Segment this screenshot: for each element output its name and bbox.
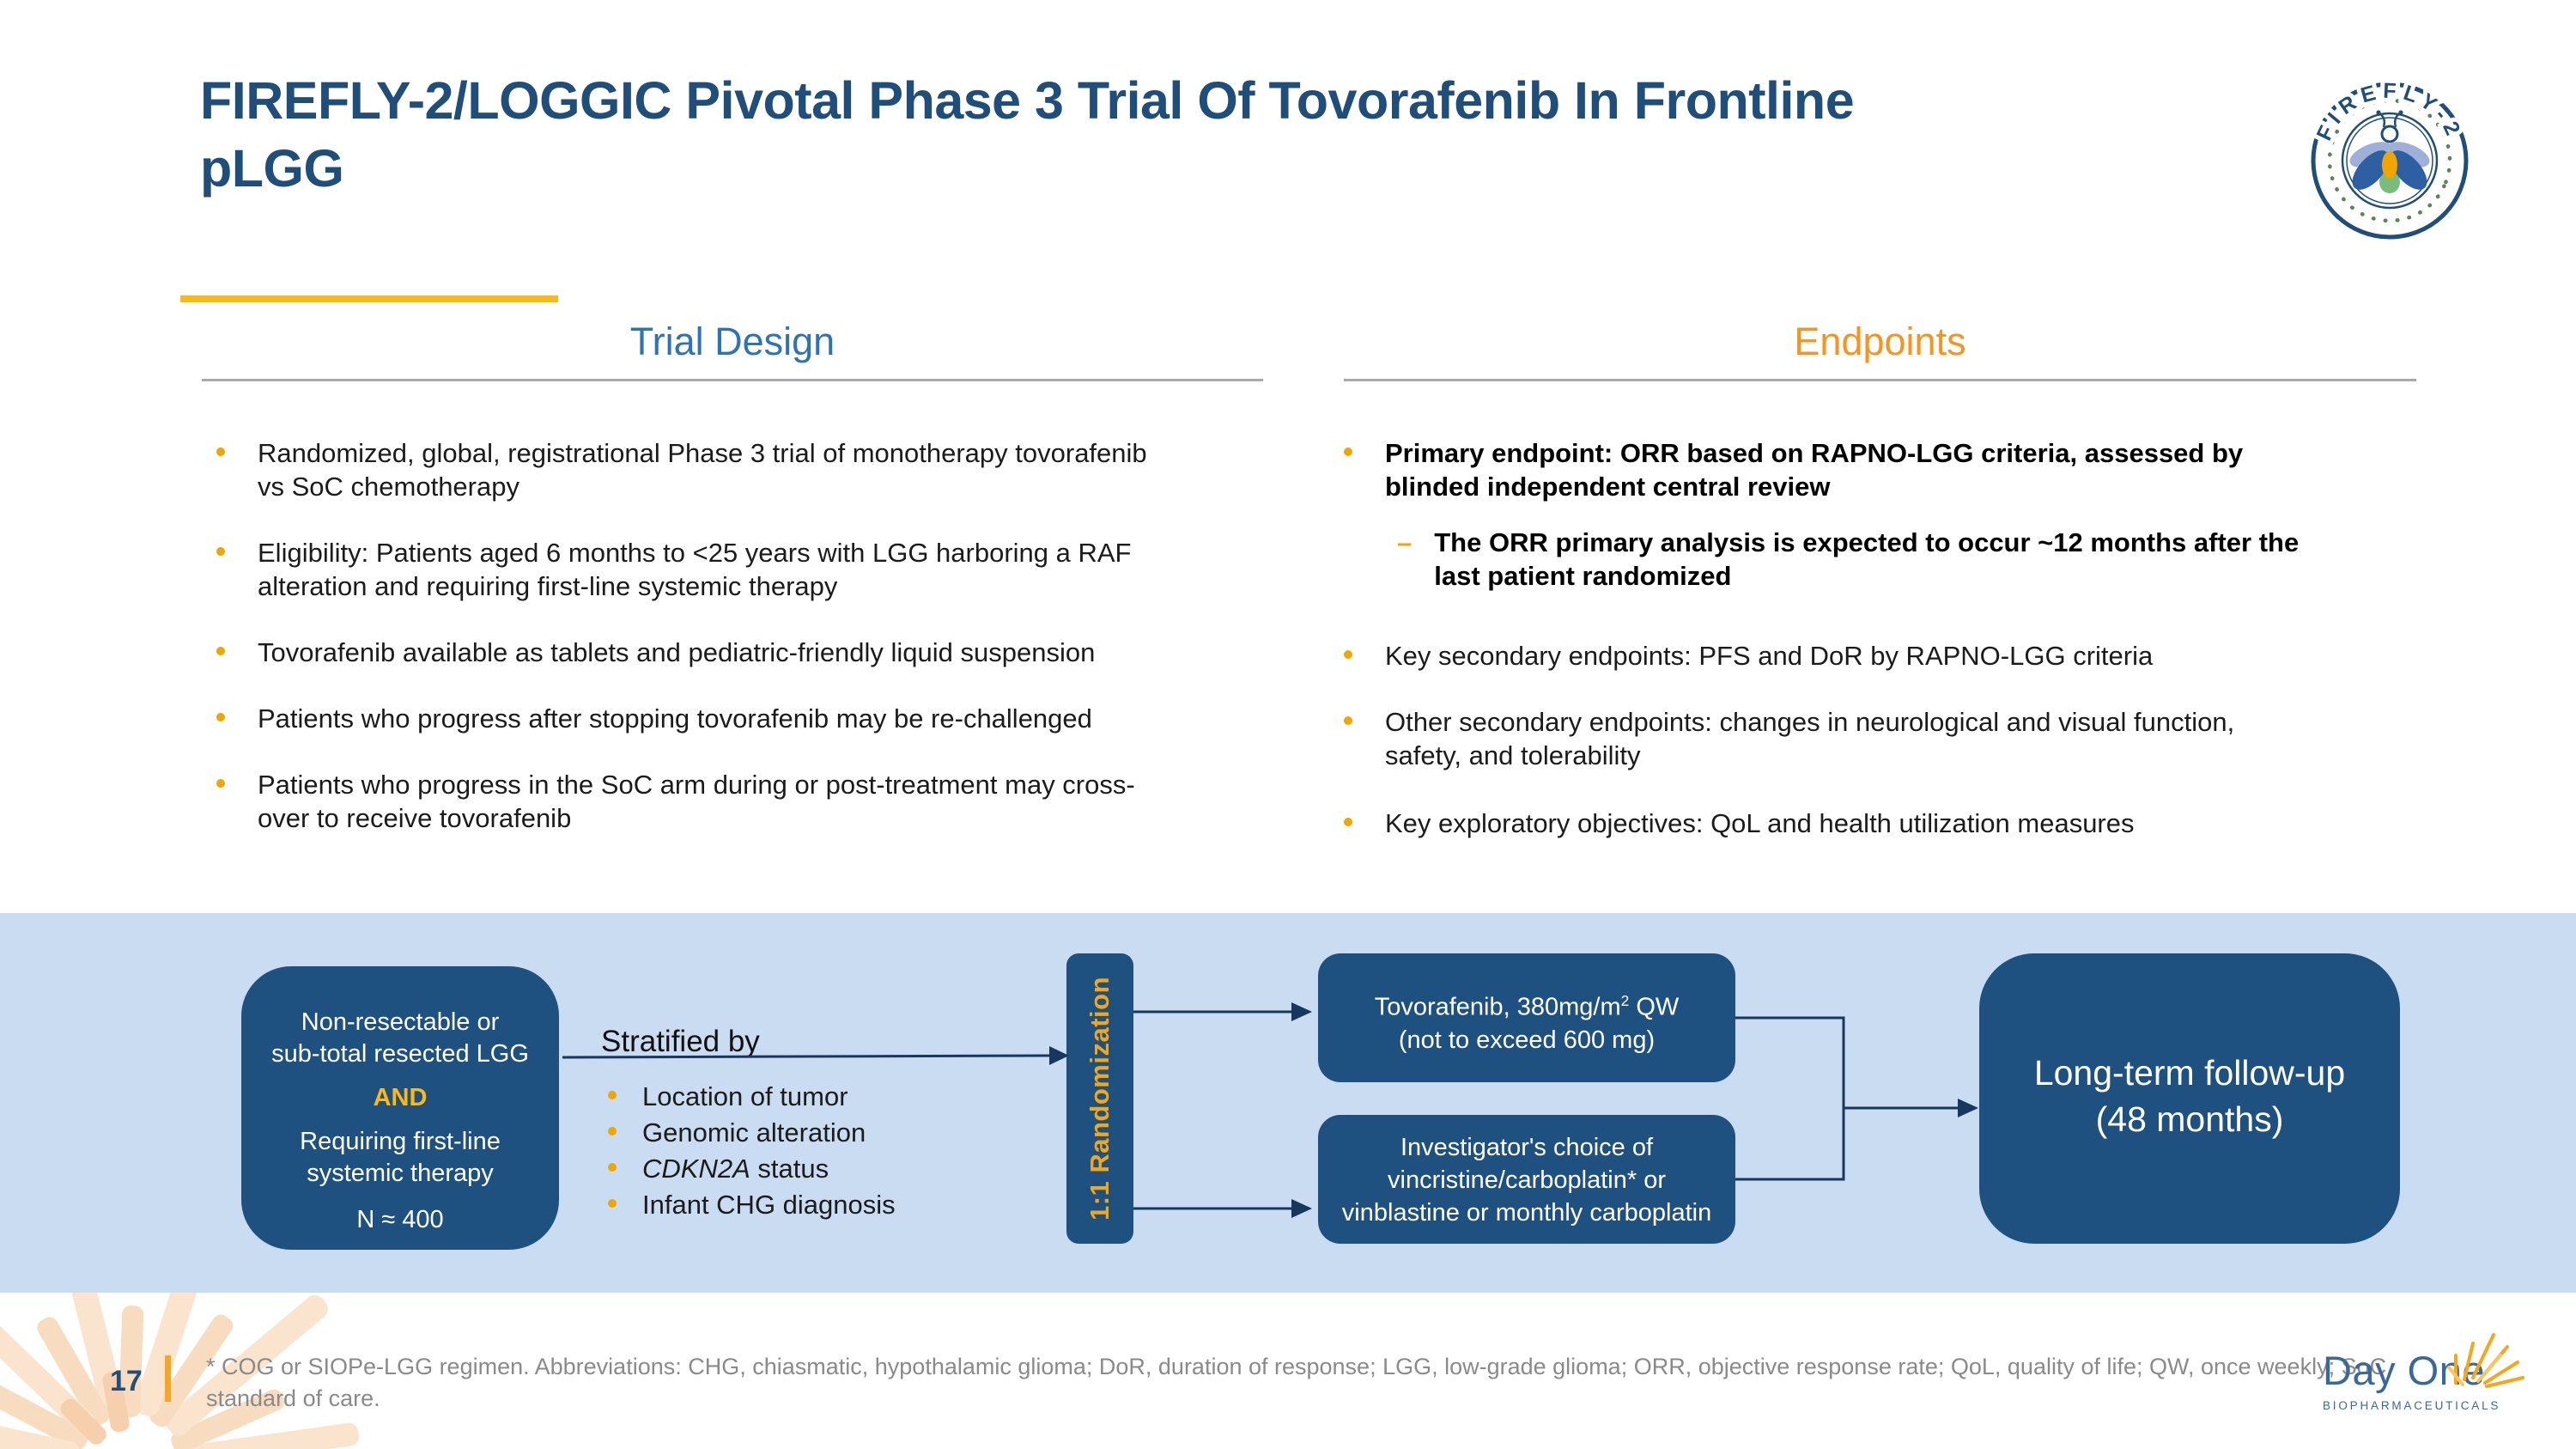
day-one-wordmark: Day One (2323, 1348, 2485, 1393)
bullet-icon (1344, 650, 1352, 659)
trial-design-heading: Trial Design (629, 320, 835, 363)
superscript: 2 (1620, 992, 1630, 1009)
sample-size-label: N ≈ 400 (356, 1206, 444, 1233)
page-title: FIREFLY-2/LOGGIC Pivotal Phase 3 Trial O… (200, 67, 1855, 203)
list-item: Other secondary endpoints: changes in ne… (1344, 705, 2357, 772)
stratified-by-label: Stratified by (601, 1025, 760, 1058)
bullet-icon (216, 779, 225, 788)
and-label: AND (373, 1084, 428, 1111)
list-item: Randomized, global, registrational Phase… (216, 436, 1260, 503)
bullet-icon (1344, 447, 1352, 456)
list-item: Key exploratory objectives: QoL and heal… (1344, 807, 2357, 840)
title-underline (180, 295, 558, 302)
followup-box: Long-term follow-up (48 months) (1979, 953, 2400, 1244)
page-title-line1: FIREFLY-2/LOGGIC Pivotal Phase 3 Trial O… (200, 71, 1855, 130)
list-item: Key secondary endpoints: PFS and DoR by … (1344, 639, 2357, 673)
list-item: Tovorafenib available as tablets and ped… (216, 636, 1260, 669)
bullet-icon (216, 547, 225, 556)
list-item: Genomic alteration (608, 1115, 896, 1151)
bullet-icon (608, 1199, 617, 1208)
bullet-icon (608, 1163, 617, 1172)
page-number-divider (165, 1355, 171, 1402)
gene-name: CDKN2A (642, 1154, 750, 1184)
bullet-icon (608, 1127, 617, 1135)
dash-bullet-icon: – (1397, 527, 1413, 557)
endpoints-bullet-list: Primary endpoint: ORR based on RAPNO-LGG… (1344, 436, 2357, 873)
day-one-rays-icon (2447, 1333, 2524, 1388)
bullet-icon (216, 647, 225, 655)
bullet-icon (216, 447, 225, 456)
endpoints-rule (1344, 379, 2416, 381)
randomization-bar: 1:1 Randomization (1066, 953, 1133, 1244)
stratification-list: Location of tumor Genomic alteration CDK… (608, 1079, 896, 1223)
list-item: Patients who progress in the SoC arm dur… (216, 768, 1260, 835)
list-item: – The ORR primary analysis is expected t… (1397, 527, 2300, 591)
list-item: Primary endpoint: ORR based on RAPNO-LGG… (1344, 436, 2357, 503)
day-one-subtitle: BIOPHARMACEUTICALS (2323, 1399, 2501, 1412)
tovorafenib-arm-box: Tovorafenib, 380mg/m2 QW (not to exceed … (1318, 953, 1735, 1082)
firefly-2-logo: FIREFLY-2 (2308, 79, 2469, 240)
soc-arm-box: Investigator's choice of vincristine/car… (1318, 1115, 1735, 1244)
trial-design-rule (202, 379, 1263, 381)
endpoints-heading: Endpoints (1794, 320, 1966, 363)
day-one-logo: Day One BIOPHARMACEUTICALS (2323, 1347, 2520, 1412)
enrollment-box: Non-resectable or sub-total resected LGG… (241, 966, 559, 1250)
sunburst-decoration (0, 1221, 359, 1449)
bullet-icon (216, 713, 225, 721)
list-item: Infant CHG diagnosis (608, 1187, 896, 1223)
list-item: CDKN2A status (608, 1151, 896, 1187)
firefly-bug-icon (2349, 110, 2430, 193)
randomization-label: 1:1 Randomization (1084, 976, 1115, 1221)
bullet-icon (608, 1091, 617, 1099)
list-item: Eligibility: Patients aged 6 months to <… (216, 536, 1260, 603)
bullet-icon (1344, 818, 1352, 826)
bullet-icon (1344, 716, 1352, 725)
list-item: Location of tumor (608, 1079, 896, 1115)
page-number: 17 (110, 1365, 143, 1397)
trial-design-bullet-list: Randomized, global, registrational Phase… (216, 436, 1260, 868)
list-item: Patients who progress after stopping tov… (216, 702, 1260, 735)
page-title-line2: pLGG (200, 139, 344, 198)
footnote: * COG or SIOPe-LGG regimen. Abbreviation… (206, 1354, 2393, 1411)
